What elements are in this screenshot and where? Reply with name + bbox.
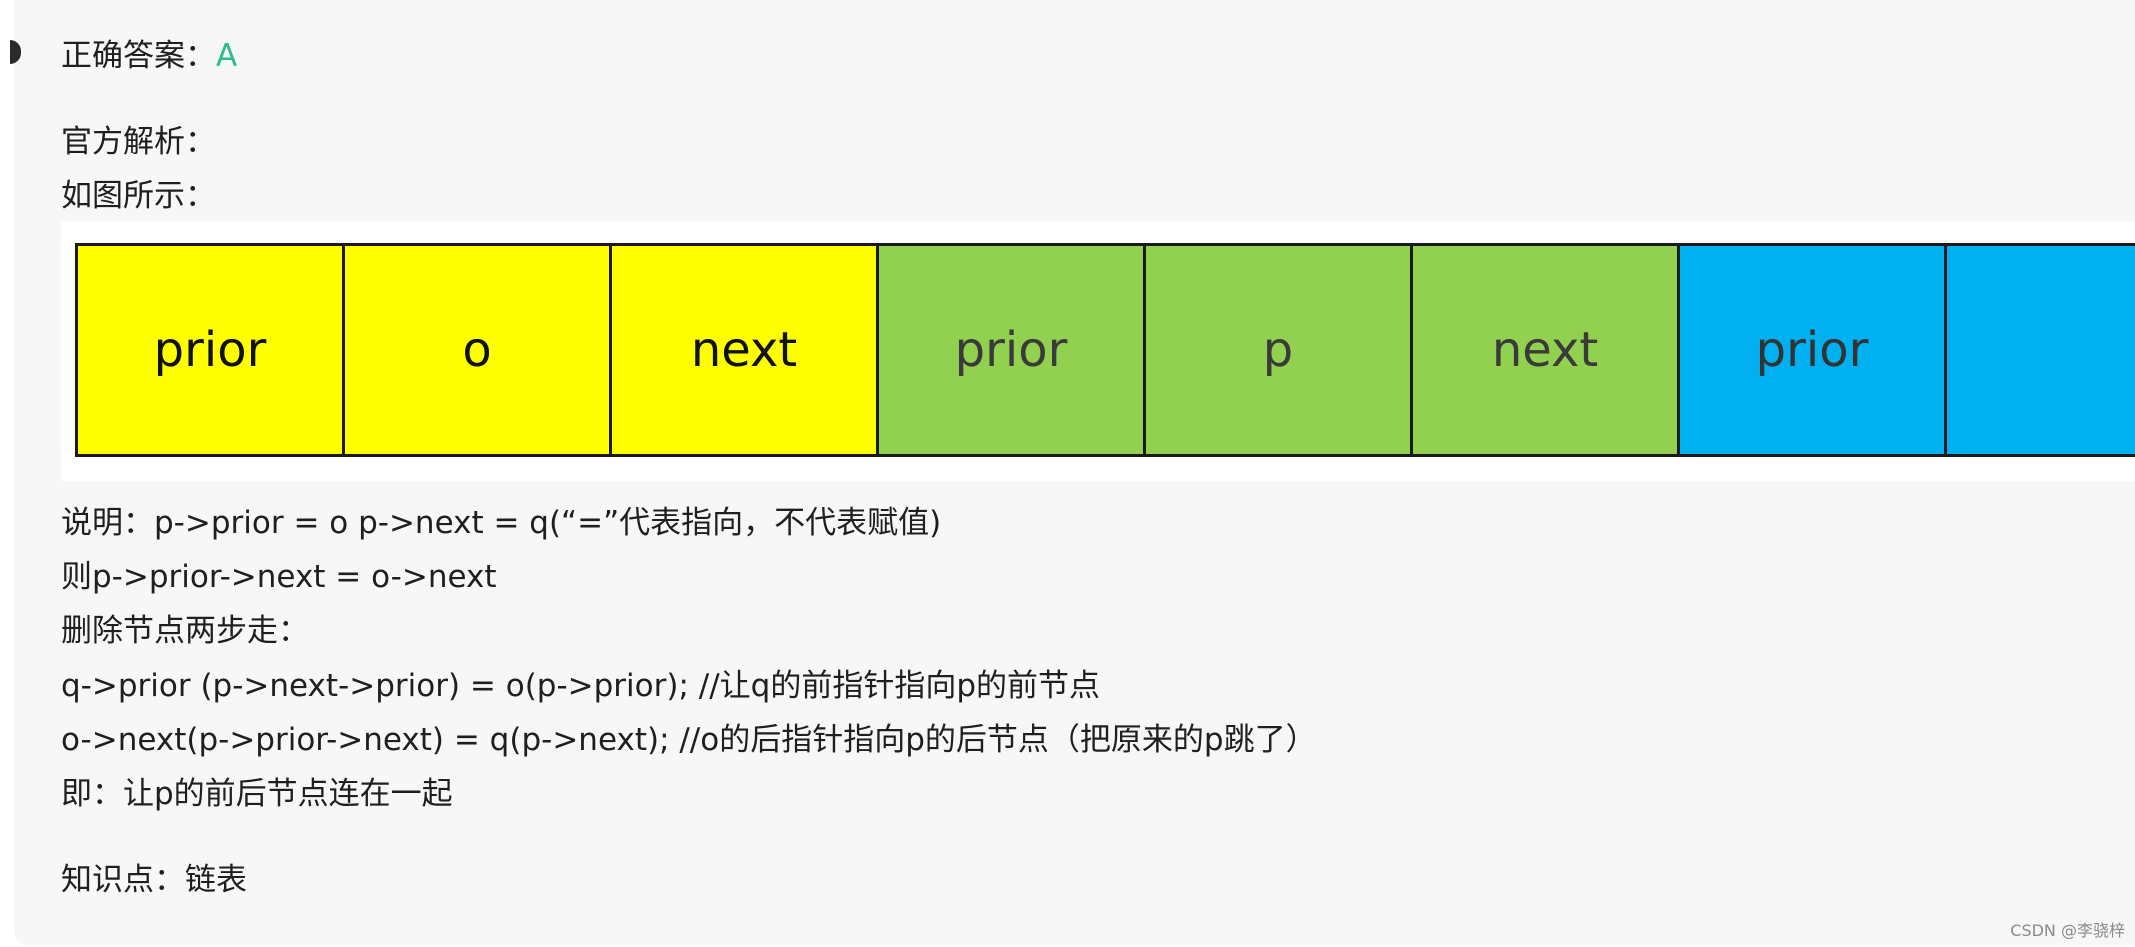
answer-label: 正确答案： — [61, 38, 216, 74]
linked-list-figure: prior o next prior p next prior q — [61, 221, 2135, 481]
linked-list-row: prior o next prior p next prior q — [75, 243, 2135, 457]
node-q-prior: prior — [1680, 246, 1947, 454]
figure-intro: 如图所示： — [61, 178, 216, 214]
node-o-next: next — [612, 246, 879, 454]
answer-value: A — [216, 38, 238, 74]
node-p-next: next — [1413, 246, 1680, 454]
explanation-heading: 官方解析： — [61, 124, 216, 160]
node-q-data: q — [1947, 246, 2135, 454]
node-p-prior: prior — [879, 246, 1146, 454]
note-line: 即：让p的前后节点连在一起 — [61, 776, 453, 812]
answer-line: 正确答案：A — [61, 36, 237, 76]
knowledge-point: 知识点：链表 — [61, 862, 247, 898]
node-p-data: p — [1146, 246, 1413, 454]
note-line: o->next(p->prior->next) = q(p->next); //… — [61, 722, 1317, 758]
note-line: 说明：p->prior = o p->next = q(“=”代表指向，不代表赋… — [61, 505, 942, 541]
note-line: 则p->prior->next = o->next — [61, 559, 497, 595]
note-line: q->prior (p->next->prior) = o(p->prior);… — [61, 668, 1101, 704]
watermark: CSDN @李骁梓 — [2010, 921, 2125, 940]
node-o-prior: prior — [78, 246, 345, 454]
collapse-handle[interactable] — [10, 40, 21, 64]
note-line: 删除节点两步走： — [61, 613, 309, 649]
node-o-data: o — [345, 246, 612, 454]
